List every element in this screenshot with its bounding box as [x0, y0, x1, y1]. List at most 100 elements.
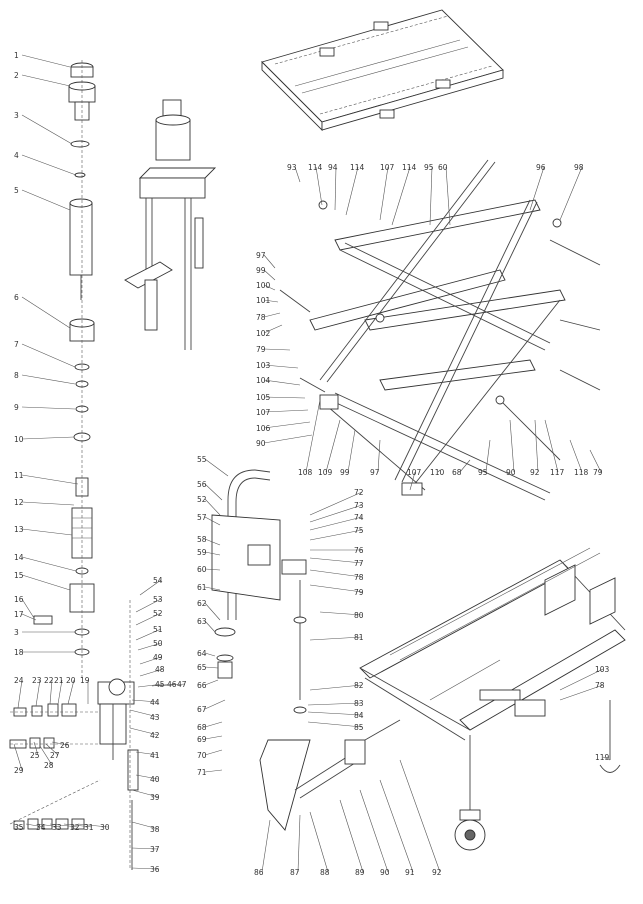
callout-leader-line	[37, 823, 61, 828]
callout-number: 109	[318, 468, 333, 477]
callout-leader-line	[445, 166, 451, 226]
callout-leader-line	[429, 166, 433, 226]
callout-number: 8	[14, 371, 19, 380]
callout-number: 26	[60, 741, 70, 750]
callout-number: 68	[197, 723, 207, 732]
callout-leader-line	[21, 343, 76, 368]
callout-leader-line	[204, 586, 221, 591]
callout-number: 3	[14, 628, 19, 637]
callout-number: 9	[14, 403, 19, 412]
callout-leader-line	[309, 684, 363, 691]
callout-number: 98	[574, 163, 584, 172]
callout-number: 63	[197, 617, 207, 626]
callout-leader-line	[49, 823, 79, 828]
callout-number: 47	[177, 680, 187, 689]
pump-stack-assembly	[33, 60, 96, 680]
callout-number: 87	[290, 868, 300, 877]
callout-number: 28	[44, 761, 54, 770]
callout-number: 43	[150, 713, 160, 722]
callout-leader-line	[263, 364, 299, 369]
base-frame	[359, 547, 626, 851]
callout-number: 90	[506, 468, 516, 477]
callout-leader-line	[45, 743, 59, 756]
callout-number: 91	[405, 868, 415, 877]
callout-leader-line	[359, 789, 389, 873]
callout-leader-line	[139, 656, 162, 665]
callout-leader-line	[334, 166, 337, 211]
callout-number: 95	[424, 163, 434, 172]
callout-leader-line	[263, 379, 301, 386]
callout-leader-line	[297, 814, 301, 873]
callout-number: 101	[256, 296, 271, 305]
callout-leader-line	[294, 166, 301, 183]
callout-number: 103	[595, 665, 610, 674]
callout-leader-line	[339, 799, 364, 873]
callout-leader-line	[309, 811, 329, 873]
callout-leader-line	[204, 666, 219, 669]
callout-leader-line	[204, 538, 221, 546]
callout-leader-line	[57, 679, 63, 705]
callout-leader-line	[15, 823, 23, 828]
callout-number: 19	[80, 676, 90, 685]
callout-number: 7	[14, 340, 19, 349]
callout-number: 110	[430, 468, 445, 477]
callout-leader-line	[529, 166, 545, 211]
callout-leader-line	[544, 419, 559, 473]
callout-leader-line	[21, 114, 73, 145]
callout-number: 78	[256, 313, 266, 322]
pump-base-block	[97, 600, 139, 870]
callout-number: 37	[150, 845, 160, 854]
callout-number: 18	[14, 648, 24, 657]
callout-leader-line	[485, 439, 491, 473]
callout-leader-line	[21, 613, 37, 621]
callout-leader-line	[131, 789, 159, 798]
callout-number: 96	[536, 163, 546, 172]
callout-number: 81	[354, 633, 364, 642]
callout-number: 68	[452, 468, 462, 477]
callout-leader-line	[263, 269, 276, 281]
callout-leader-line	[33, 741, 39, 756]
callout-number: 65	[197, 663, 207, 672]
callout-leader-line	[309, 569, 363, 578]
callout-leader-line	[204, 620, 216, 633]
callout-number: 30	[100, 823, 110, 832]
callout-number: 6	[14, 293, 19, 302]
callout-leader-line	[131, 699, 159, 703]
callout-leader-line	[204, 516, 221, 526]
callout-number: 104	[256, 376, 271, 385]
callout-number: 117	[550, 468, 565, 477]
callout-number: 45	[155, 680, 165, 689]
callout-number: 1	[14, 51, 19, 60]
callout-number: 83	[354, 699, 364, 708]
callout-number: 93	[287, 163, 297, 172]
callout-number: 79	[256, 345, 266, 354]
callout-leader-line	[459, 459, 471, 473]
callout-leader-line	[137, 642, 162, 651]
callout-number: 80	[354, 611, 364, 620]
callout-leader-line	[309, 557, 363, 564]
callout-leader-line	[437, 469, 441, 473]
callout-leader-line	[131, 847, 159, 850]
callout-number: 118	[574, 468, 589, 477]
callout-number: 90	[256, 439, 266, 448]
callout-leader-line	[204, 568, 221, 571]
callout-leader-line	[602, 756, 611, 761]
callout-number: 46	[167, 680, 177, 689]
callout-number: 2	[14, 71, 19, 80]
callout-leader-line	[131, 821, 159, 830]
callout-leader-line	[13, 743, 23, 771]
callout-number: 31	[84, 823, 94, 832]
callout-leader-line	[204, 551, 221, 556]
callout-number: 95	[478, 468, 488, 477]
callout-number: 59	[197, 548, 207, 557]
callout-leader-line	[377, 439, 381, 473]
callout-leader-line	[25, 823, 45, 828]
callout-leader-line	[204, 602, 221, 621]
callout-number: 58	[197, 535, 207, 544]
valve-group-middle	[9, 737, 100, 749]
callout-number: 56	[197, 480, 207, 489]
callout-number: 53	[153, 595, 163, 604]
callout-number: 3	[14, 111, 19, 120]
callout-number: 88	[320, 868, 330, 877]
